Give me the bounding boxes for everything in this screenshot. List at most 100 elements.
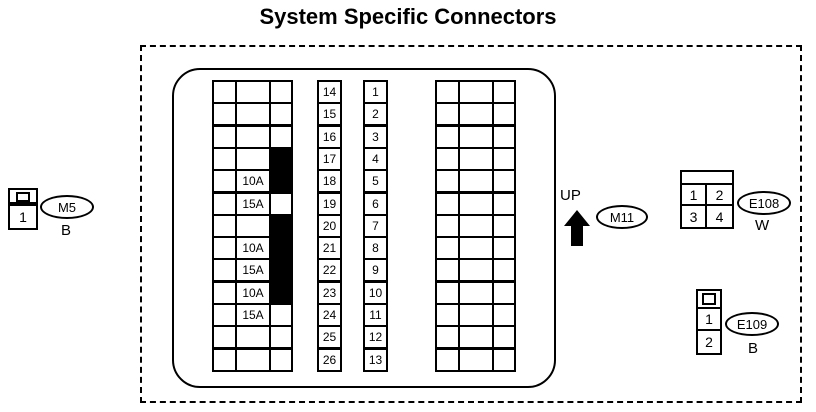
fuse-cell [458,281,494,305]
fuse-number-left: 14 [317,80,342,104]
fuse-block-outline [172,68,556,388]
fuse-cell [235,214,271,238]
fuse-cell [269,192,293,216]
fuse-cell [492,192,516,216]
fuse-cell [212,102,237,126]
fuse-cell [212,80,237,104]
up-arrow-icon [564,210,590,246]
fuse-cell [435,192,460,216]
fuse-cell [212,192,237,216]
fuse-number-right: 8 [363,236,388,260]
connector-e109-pin: 1 [696,307,722,331]
connector-e108-pin: 1 [680,183,707,206]
fuse-rating: 10A [235,236,271,260]
fuse-cell [458,303,494,327]
fuse-rating: 15A [235,303,271,327]
connector-m5-pin: 1 [8,204,38,230]
fuse-cell [235,125,271,149]
fuse-number-left: 19 [317,192,342,216]
fuse-cell [235,102,271,126]
fuse-number-left: 23 [317,281,342,305]
connector-m5-latch-inner [16,192,30,202]
fuse-cell [212,169,237,193]
fuse-number-right: 6 [363,192,388,216]
fuse-cell [492,102,516,126]
fuse-cell [212,125,237,149]
fuse-number-right: 11 [363,303,388,327]
fuse-number-left: 20 [317,214,342,238]
fuse-cell [458,169,494,193]
fuse-cell [492,348,516,372]
connector-e109-pin: 2 [696,329,722,355]
fuse-cell [458,147,494,171]
fuse-number-right: 12 [363,325,388,349]
fuse-rating: 15A [235,192,271,216]
connector-e108-pin: 3 [680,204,707,229]
connector-e108-pin: 2 [705,183,734,206]
fuse-number-left: 15 [317,102,342,126]
fuse-number-right: 2 [363,102,388,126]
fuse-cell [269,303,293,327]
fuse-number-right: 5 [363,169,388,193]
fuse-number-left: 21 [317,236,342,260]
fuse-cell [492,281,516,305]
fuse-cell [458,236,494,260]
fuse-cell [435,303,460,327]
fuse-number-left: 22 [317,258,342,282]
fuse-number-left: 24 [317,303,342,327]
fuse-rating: 10A [235,281,271,305]
fuse-cell [212,348,237,372]
fuse-cell [458,102,494,126]
connector-e108-label: E108 [737,191,791,215]
connector-m5-color: B [61,222,72,239]
fuse-cell [435,281,460,305]
fuse-cell [458,325,494,349]
fuse-rating: 15A [235,258,271,282]
fuse-cell [492,236,516,260]
fuse-cell [458,258,494,282]
fuse-number-left: 17 [317,147,342,171]
fuse-bar [271,216,291,303]
fuse-cell [269,325,293,349]
fuse-cell [435,169,460,193]
fuse-cell [435,125,460,149]
fuse-number-left: 25 [317,325,342,349]
fuse-cell [269,102,293,126]
fuse-cell [269,125,293,149]
fuse-cell [269,348,293,372]
connector-m5-latch [8,188,38,204]
fuse-cell [492,169,516,193]
fuse-cell [492,80,516,104]
fuse-cell [235,147,271,171]
fuse-cell [212,214,237,238]
fuse-number-right: 3 [363,125,388,149]
fuse-number-right: 13 [363,348,388,372]
fuse-cell [212,236,237,260]
fuse-number-left: 26 [317,348,342,372]
diagram-title: System Specific Connectors [259,4,557,29]
connector-m5-label: M5 [40,195,94,219]
fuse-cell [458,214,494,238]
connector-e109-latch-inner [702,293,716,305]
connector-e108-pin: 4 [705,204,734,229]
fuse-number-left: 16 [317,125,342,149]
fuse-cell [435,147,460,171]
fuse-cell [458,192,494,216]
fuse-cell [235,348,271,372]
fuse-cell [435,80,460,104]
fuse-cell [458,125,494,149]
fuse-number-right: 4 [363,147,388,171]
fuse-cell [212,147,237,171]
fuse-cell [458,80,494,104]
dashed-frame [140,45,802,403]
fuse-cell [492,325,516,349]
fuse-cell [212,281,237,305]
connector-e109-label: E109 [725,312,779,336]
fuse-cell [435,214,460,238]
connector-e109-color: B [748,340,759,357]
fuse-cell [435,325,460,349]
connector-e108-color: W [755,217,770,234]
fuse-cell [458,348,494,372]
fuse-number-right: 1 [363,80,388,104]
fuse-cell [492,258,516,282]
